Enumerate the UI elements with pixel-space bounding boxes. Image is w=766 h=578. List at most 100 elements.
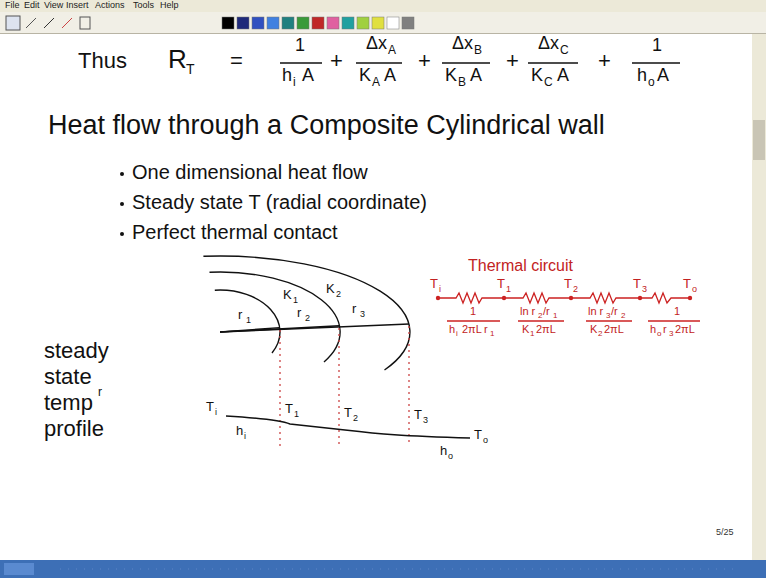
- page-number: 5/25: [716, 528, 734, 537]
- equation-term: A: [470, 66, 482, 84]
- resistance-term: 2πL: [536, 324, 556, 335]
- node-label: T: [564, 277, 572, 290]
- label-subscript: 2: [353, 414, 358, 423]
- coefficient-label: h: [440, 444, 447, 457]
- resistance-subscript: 3: [606, 312, 610, 320]
- equation-subscript: T: [186, 62, 195, 76]
- equation-term: A: [557, 66, 569, 84]
- side-note: profile: [44, 418, 104, 440]
- resistance-term: /r: [543, 306, 550, 317]
- resistance-term: K: [522, 324, 529, 335]
- conductivity-label: K: [326, 282, 335, 295]
- node-label: T: [683, 277, 691, 290]
- menu-item: Actions: [95, 1, 125, 10]
- equation-subscript: i: [293, 76, 296, 88]
- resistance-subscript: 1: [490, 330, 494, 338]
- label-subscript: 1: [293, 296, 298, 305]
- resistance-term: r: [663, 324, 667, 335]
- equation-term: +: [330, 50, 343, 72]
- label-subscript: o: [448, 452, 453, 461]
- title: Heat flow through a Composite Cylindrica…: [48, 112, 605, 139]
- equation-term: Δx: [538, 34, 559, 52]
- menu-item: Tools: [133, 1, 154, 10]
- equation-term: +: [418, 50, 431, 72]
- menu-item: Edit: [24, 1, 40, 10]
- taskbar-button: [4, 563, 34, 575]
- side-note: temp: [44, 392, 93, 414]
- conductivity-label: K: [283, 288, 292, 301]
- equation-subscript: B: [474, 44, 482, 56]
- equation-term: +: [598, 50, 611, 72]
- circuit-heading: Thermal circuit: [468, 258, 573, 274]
- taskbar-ticks: [60, 569, 740, 570]
- resistance-subscript: i: [456, 330, 458, 338]
- label-subscript: 3: [360, 310, 365, 319]
- resistance-subscript: o: [657, 330, 661, 338]
- node-subscript: 2: [573, 285, 578, 294]
- equation-term: Δx: [452, 34, 473, 52]
- equation-term: =: [230, 50, 243, 72]
- cylinder-section: [203, 256, 410, 370]
- equation-subscript: C: [544, 76, 553, 88]
- radius-label: r: [238, 308, 242, 321]
- equation-subscript: C: [560, 44, 569, 56]
- bullet-text: One dimensional heat flow: [132, 162, 368, 182]
- side-note: state: [44, 366, 92, 388]
- equation-subscript: o: [648, 76, 655, 88]
- equation-term: Δx: [366, 34, 387, 52]
- coefficient-label: h: [236, 424, 243, 437]
- bullet-text: Steady state T (radial coordinate): [132, 192, 427, 212]
- toolbar: [0, 12, 766, 34]
- temperature-label: T: [414, 408, 422, 421]
- equation-term: h: [282, 66, 292, 84]
- node-label: T: [633, 277, 641, 290]
- label-subscript: o: [483, 436, 488, 445]
- radius-label: r: [352, 302, 356, 315]
- equation-term: h: [637, 66, 647, 84]
- resistance-term: h: [650, 324, 656, 335]
- equation-term: A: [657, 66, 669, 84]
- node-label: T: [497, 277, 505, 290]
- color-swatches: [222, 17, 414, 29]
- label-subscript: 2: [336, 290, 341, 299]
- scroll-thumb: [753, 120, 765, 160]
- resistance-term: h: [449, 324, 455, 335]
- resistance-subscript: 3: [669, 330, 673, 338]
- radius-label: r: [297, 306, 301, 319]
- resistance-term: 2πL: [604, 324, 624, 335]
- temperature-label: T: [474, 428, 482, 441]
- resistance-subscript: 1: [530, 330, 534, 338]
- equation-term: Thus: [78, 50, 127, 72]
- label-subscript: 2: [305, 314, 310, 323]
- resistance-term: 2πL: [675, 324, 695, 335]
- equation-subscript: A: [372, 76, 380, 88]
- thermal-circuit: [438, 293, 700, 321]
- equation-term: +: [506, 50, 519, 72]
- bullet-text: Perfect thermal contact: [132, 222, 338, 242]
- resistance-term: 2πL: [462, 324, 482, 335]
- side-note: steady: [44, 340, 109, 362]
- resistance-term: 1: [674, 306, 680, 317]
- node-subscript: i: [439, 285, 441, 294]
- resistance-subscript: 2: [598, 330, 602, 338]
- equation-term: 1: [652, 36, 662, 54]
- resistance-term: /r: [611, 306, 618, 317]
- equation-term: A: [384, 66, 396, 84]
- resistance-subscript: 2: [538, 312, 542, 320]
- circuit-nodes: [436, 296, 692, 300]
- menu-item: View: [44, 1, 63, 10]
- equation-term: R: [168, 46, 187, 72]
- node-subscript: o: [692, 285, 697, 294]
- label-subscript: 3: [423, 416, 428, 425]
- resistance-term: 1: [470, 306, 476, 317]
- equation-term: 1: [295, 36, 305, 54]
- temperature-label: T: [285, 402, 293, 415]
- resistance-term: ln r: [520, 306, 535, 317]
- menu-item: File: [5, 1, 20, 10]
- bullet-dots: [120, 172, 124, 236]
- projection-lines: [280, 326, 409, 446]
- equation-subscript: A: [388, 44, 396, 56]
- side-note-superscript: r: [98, 386, 102, 398]
- taskbar: [0, 560, 766, 578]
- equation-term: K: [531, 66, 543, 84]
